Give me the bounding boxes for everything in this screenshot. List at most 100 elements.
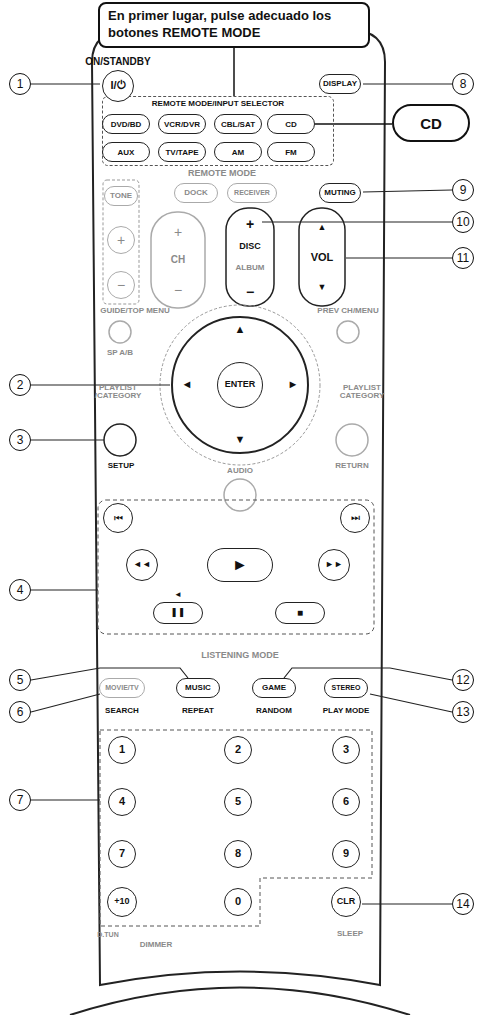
callout-box: En primer lugar, pulse adecuado los boto…	[98, 2, 370, 48]
round-button: ►►	[318, 549, 350, 581]
button-label: ▲	[318, 223, 327, 232]
callout-number: 8	[452, 73, 474, 95]
callout-number: 7	[9, 789, 31, 811]
callout-number: 14	[452, 893, 474, 915]
node-text: DVD/BD	[111, 120, 142, 129]
input-selector-button: FM	[267, 142, 315, 162]
ch-rocker	[151, 212, 205, 308]
callout-number: 3	[9, 429, 31, 451]
cd-callout-oval: CD	[392, 104, 470, 142]
pill-button: ►	[207, 548, 273, 582]
button-label: SLEEP	[337, 930, 363, 938]
callout-number: 4	[9, 579, 31, 601]
callout-number: 5	[9, 669, 31, 691]
round-button: 1	[108, 736, 136, 764]
round-button: +	[107, 226, 135, 254]
round-button: I/⏻	[102, 70, 134, 102]
button-label: GUIDE/TOP MENU	[100, 307, 170, 315]
input-selector-button: TV/TAPE	[158, 142, 206, 162]
round-button: 8	[224, 840, 252, 868]
input-selector-group: REMOTE MODE/INPUT SELECTOR DVD/BD VCR/DVR C…	[102, 96, 334, 166]
pill-button: MUTING	[319, 183, 361, 203]
guide-button	[109, 321, 131, 343]
pill-button: MUSIC	[176, 678, 220, 698]
button-label: SEARCH	[105, 707, 139, 715]
button-label: −	[246, 285, 254, 300]
input-selector-button: AUX	[102, 142, 150, 162]
callout-number: 9	[452, 179, 474, 201]
button-label: ◄	[182, 379, 193, 391]
round-button: ENTER	[217, 362, 263, 408]
tone-group	[103, 180, 139, 304]
round-button: ◄◄	[126, 549, 158, 581]
callout-number: 1	[9, 73, 31, 95]
round-button: 6	[332, 788, 360, 816]
node-text: FM	[285, 148, 297, 157]
input-selector-button: AM	[214, 142, 262, 162]
pill-button: DISPLAY	[319, 74, 361, 94]
button-label: REMOTE MODE	[188, 169, 256, 178]
prev-button	[337, 321, 359, 343]
button-label: LISTENING MODE	[201, 651, 279, 660]
cursor-group	[160, 305, 320, 465]
button-label: SETUP	[108, 462, 135, 470]
button-label: CH	[171, 255, 185, 266]
button-label: PREV CH/MENU	[317, 307, 378, 315]
pill-button: ❚❚	[153, 602, 203, 624]
button-label: RETURN	[335, 462, 368, 470]
round-button: 9	[332, 840, 360, 868]
button-label: PLAYLIST CATEGORY	[333, 384, 391, 401]
button-label: −	[174, 283, 182, 298]
node-text: CD	[285, 120, 297, 129]
button-label: ◄	[174, 591, 182, 599]
input-selector-button: VCR/DVR	[158, 114, 206, 134]
button-label: ALBUM	[236, 264, 265, 272]
button-label: REPEAT	[182, 707, 214, 715]
button-label: AUDIO	[227, 467, 253, 475]
node-text: CD	[420, 115, 442, 132]
node-text: AM	[232, 148, 244, 157]
pill-button: RECEIVER	[227, 183, 277, 203]
button-label: ►	[288, 379, 299, 391]
button-label: ON/STANDBY	[85, 57, 150, 68]
remote-edge	[70, 988, 410, 1015]
node-text: TV/TAPE	[165, 148, 198, 157]
callout-number: 13	[452, 701, 474, 723]
round-button: CLR	[331, 887, 361, 917]
input-selector-button: CBL/SAT	[214, 114, 262, 134]
cursor-ring	[172, 317, 308, 453]
pill-button: DOCK	[174, 183, 218, 203]
node-text: En primer lugar, pulse adecuado los boto…	[108, 8, 331, 40]
button-label: DIMMER	[140, 941, 172, 949]
round-button: 0	[224, 888, 252, 916]
pill-button: STEREO	[324, 678, 368, 698]
callout-number: 10	[452, 211, 474, 233]
leader-lines	[31, 84, 452, 904]
callout-number: 12	[452, 669, 474, 691]
round-button: 3	[332, 736, 360, 764]
node-text: REMOTE MODE/INPUT SELECTOR	[103, 99, 333, 108]
button-label: SP A/B	[107, 349, 133, 357]
callout-number: 11	[452, 247, 474, 269]
button-label: D.TUN	[97, 931, 118, 938]
button-label: DISC	[239, 242, 261, 251]
remote-body	[92, 30, 385, 985]
node-text: CBL/SAT	[221, 120, 255, 129]
round-button: 2	[224, 736, 252, 764]
return-button	[336, 424, 368, 456]
transport-group	[98, 500, 374, 634]
button-label: +	[174, 225, 182, 240]
round-button: ⏮	[103, 503, 133, 533]
input-selector-button: DVD/BD	[102, 114, 150, 134]
round-button: +10	[107, 887, 137, 917]
round-button: ⏭	[340, 503, 370, 533]
pill-button: TONE	[104, 186, 138, 206]
callout-number: 2	[9, 374, 31, 396]
node-text: VCR/DVR	[164, 120, 200, 129]
round-button: 7	[108, 840, 136, 868]
audio-button	[224, 479, 256, 511]
pill-button: GAME	[252, 678, 296, 698]
button-label: +	[246, 217, 254, 232]
pill-button: ■	[275, 602, 325, 624]
button-label: PLAYLIST /CATEGORY	[89, 384, 147, 401]
